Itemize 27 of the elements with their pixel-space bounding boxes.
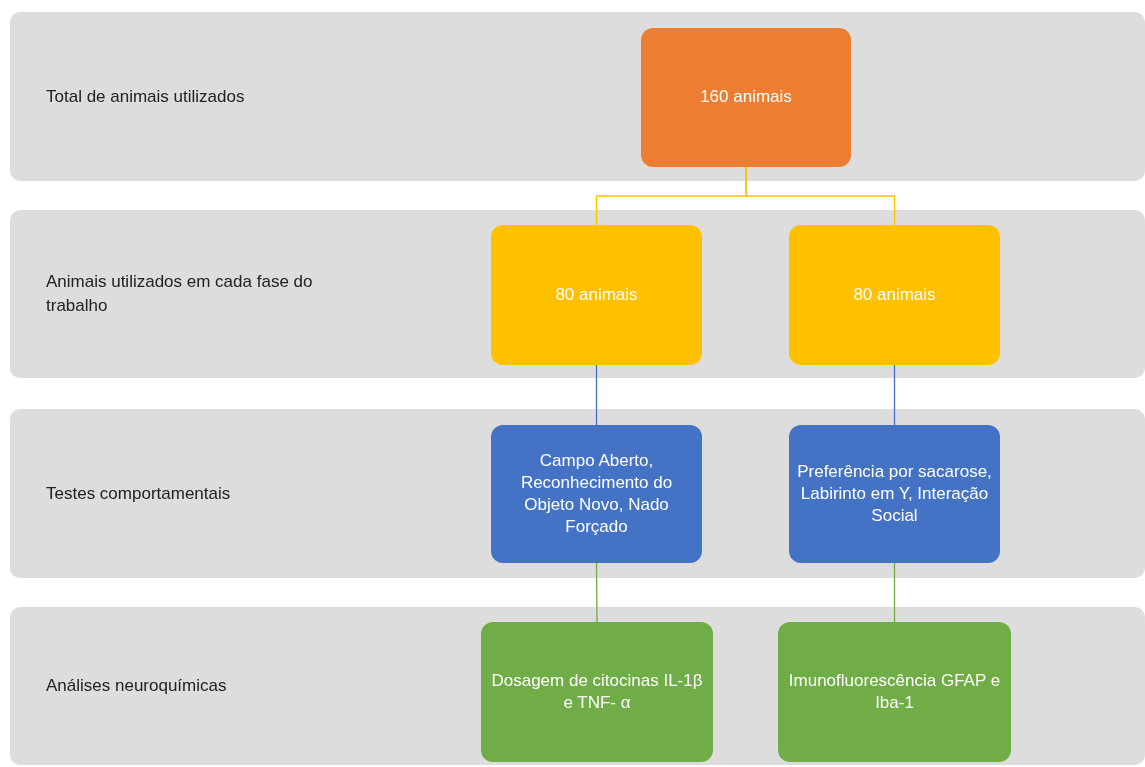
row-heading: Animais utilizados em cada fase do trabalho (46, 271, 314, 317)
process-box (491, 425, 702, 563)
row-band (10, 607, 1145, 765)
process-box (778, 622, 1011, 762)
row-band (10, 12, 1145, 181)
row-heading: Total de animais utilizados (46, 85, 246, 108)
connector-line (893, 562, 896, 623)
process-box (641, 28, 851, 167)
row-band (10, 210, 1145, 378)
process-box (481, 622, 713, 762)
process-box (789, 225, 1000, 365)
connector-line (745, 166, 896, 226)
row-heading: Análises neuroquímicas (46, 675, 228, 698)
box-label: Imunofluorescência GFAP e Iba-1 (787, 669, 1002, 714)
box-label: 80 animais (555, 283, 638, 306)
box-label: Campo Aberto, Reconhecimento do Objeto Novo, Nado Forçado (519, 449, 674, 539)
row-heading: Testes comportamentais (46, 482, 232, 505)
box-label: 80 animais (853, 283, 936, 306)
connector-line (595, 562, 598, 623)
row-band (10, 409, 1145, 578)
box-label: Preferência por sacarose, Labirinto em Y, Interação Social (797, 460, 992, 528)
process-box (491, 225, 702, 365)
process-box (789, 425, 1000, 563)
connector-line (595, 364, 598, 426)
connector-line (893, 364, 896, 426)
box-label: Dosagem de citocinas IL-1β e TNF- α (490, 669, 704, 714)
box-label: 160 animais (700, 86, 792, 109)
